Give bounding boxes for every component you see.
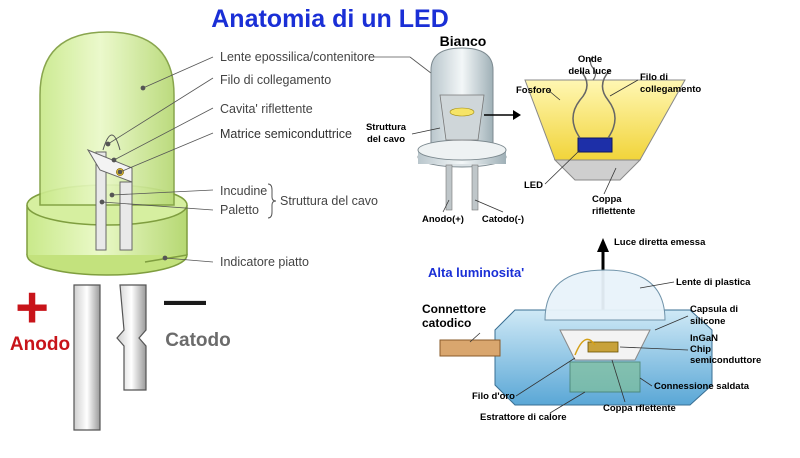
smd-gold-wire [574, 338, 596, 356]
classic-led [26, 31, 188, 431]
hb-luce: Luce diretta emessa [614, 237, 706, 248]
anode-lead [73, 284, 101, 431]
white-led-phosphor [449, 107, 475, 117]
white-struttura-2: del cavo [367, 134, 405, 145]
label-indicatore: Indicatore piatto [220, 255, 309, 269]
smd-chip [587, 341, 619, 353]
epoxy-lens [39, 31, 175, 206]
minus-sign: — [164, 276, 206, 323]
smd-led [439, 269, 713, 406]
page-title: Anatomia di un LED [211, 5, 449, 33]
white-coppa-2: riflettente [592, 206, 635, 217]
white-led [417, 47, 507, 211]
anodo-label: Anodo [10, 334, 70, 355]
hb-ingan-2: Chip [690, 344, 711, 355]
label-matrice: Matrice semiconduttrice [220, 127, 352, 141]
white-anodo: Anodo(+) [422, 214, 464, 225]
label-lente: Lente epossilica/contenitore [220, 50, 375, 64]
white-title: Bianco [440, 33, 487, 49]
white-struttura-1: Struttura [366, 122, 407, 133]
white-filo-2: collegamento [640, 84, 701, 95]
white-fosforo: Fosforo [516, 85, 552, 96]
label-paletto: Paletto [220, 203, 259, 217]
post [119, 181, 133, 251]
smd-cathode-connector [439, 339, 501, 357]
label-filo: Filo di collegamento [220, 73, 331, 87]
hb-lente: Lente di plastica [676, 277, 751, 288]
left-leaders [99, 56, 214, 263]
hb-estrattore: Estrattore di calore [480, 412, 567, 423]
hb-capsula-2: silicone [690, 316, 725, 327]
white-led: LED [524, 180, 543, 191]
white-onde-2: della luce [568, 66, 611, 77]
white-cathode-lead [471, 164, 479, 211]
label-struttura: Struttura del cavo [280, 194, 378, 208]
white-led-zoom [524, 55, 686, 181]
white-filo-1: Filo di [640, 72, 668, 83]
catodo-label: Catodo [165, 330, 230, 351]
white-anode-lead [445, 164, 453, 211]
white-onde-1: Onde [578, 54, 602, 65]
hb-capsula-1: Capsula di [690, 304, 738, 315]
hb-ingan-1: InGaN [690, 333, 718, 344]
hb-connettore-1: Connettore [422, 302, 486, 316]
white-led-cup [439, 94, 485, 141]
hb-coppa: Coppa rflettente [603, 403, 676, 414]
label-cavita: Cavita' riflettente [220, 102, 313, 116]
hb-connessione: Connessione saldata [654, 381, 750, 392]
bond-wire [102, 134, 121, 151]
label-incudine: Incudine [220, 184, 267, 198]
white-coppa-1: Coppa [592, 194, 622, 205]
hb-filo-oro: Filo d'oro [472, 391, 515, 402]
smd-heatsink [569, 361, 641, 393]
hb-connettore-2: catodico [422, 316, 471, 330]
hb-title: Alta luminosita' [428, 265, 524, 280]
struttura-bracket [267, 183, 277, 219]
zoom-led-chip [577, 137, 613, 153]
smd-lens [544, 269, 666, 321]
plus-sign: + [15, 275, 49, 340]
cathode-lead [116, 284, 147, 391]
white-catodo: Catodo(-) [482, 214, 524, 225]
hb-ingan-3: semiconduttore [690, 355, 761, 366]
